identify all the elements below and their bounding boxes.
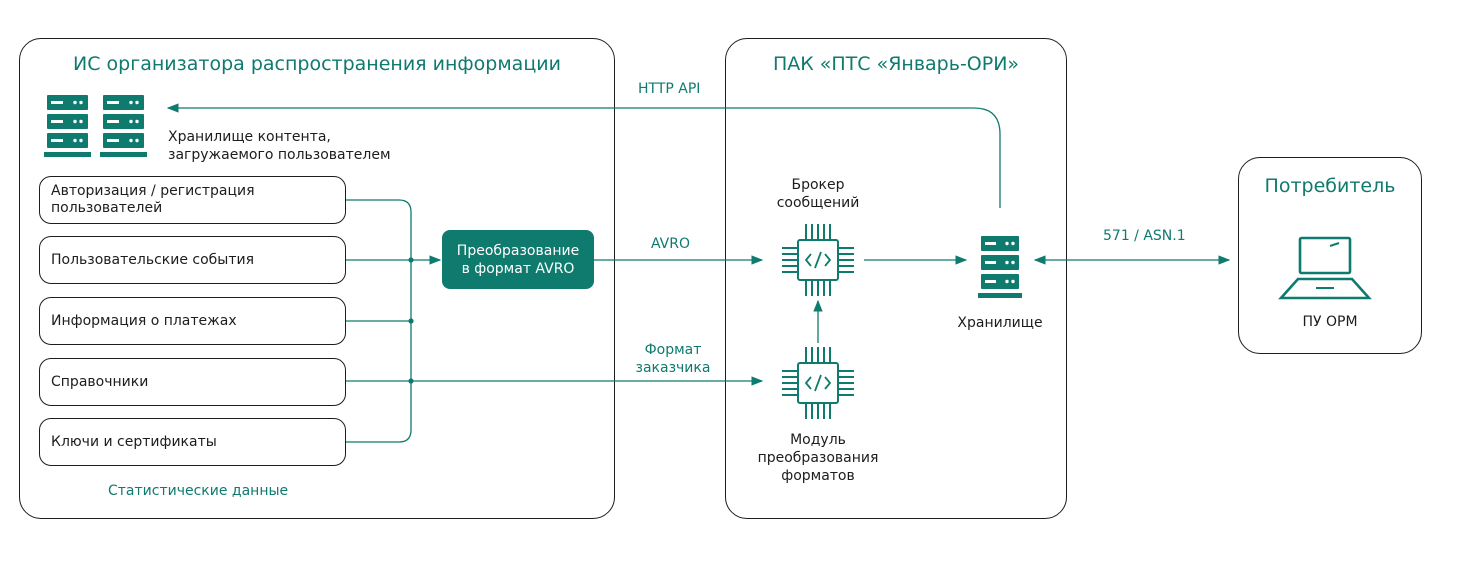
storage-server-icon xyxy=(978,236,1022,298)
pak-title: ПАК «ПТС «Январь-ОРИ» xyxy=(772,53,1020,75)
source-auth-registration: Авторизация / регистрация пользователей xyxy=(39,176,346,224)
laptop-icon xyxy=(1278,236,1372,300)
source-keys-certificates-label: Ключи и сертификаты xyxy=(51,433,217,450)
storage-label: Хранилище xyxy=(957,315,1043,331)
http-api-arrow xyxy=(166,103,1001,208)
content-storage-label: Хранилище контента, загружаемого пользов… xyxy=(168,129,391,163)
avro-label: AVRO xyxy=(651,236,691,252)
source-user-events-label: Пользовательские события xyxy=(51,251,255,268)
source-references: Справочники xyxy=(39,358,346,406)
content-server-icon-2 xyxy=(100,95,147,157)
source-system-title: ИС организатора распространения информац… xyxy=(73,53,561,75)
customer-format-label: Формат заказчика xyxy=(635,342,711,376)
avro-converter-label: Преобразование в формат AVRO xyxy=(456,242,580,277)
source-payments: Информация о платежах xyxy=(39,297,346,345)
consumer-panel: Потребитель xyxy=(1238,157,1422,354)
source-user-events: Пользовательские события xyxy=(39,236,346,284)
broker-label: Брокер сообщений xyxy=(776,177,860,211)
consumer-device-label: ПУ ОРМ xyxy=(1302,314,1358,330)
http-api-label: HTTP API xyxy=(638,81,701,97)
source-auth-registration-label: Авторизация / регистрация пользователей xyxy=(51,183,255,216)
avro-converter-box: Преобразование в формат AVRO xyxy=(442,230,594,289)
asn-label: 571 / ASN.1 xyxy=(1103,228,1186,244)
consumer-title: Потребитель xyxy=(1264,175,1396,197)
statistics-label: Статистические данные xyxy=(108,483,289,499)
source-keys-certificates: Ключи и сертификаты xyxy=(39,418,346,466)
content-server-icon-1 xyxy=(44,95,91,157)
module-chip-icon xyxy=(782,347,854,419)
module-label: Модуль преобразования форматов xyxy=(757,432,879,484)
broker-chip-icon xyxy=(782,224,854,296)
source-references-label: Справочники xyxy=(51,373,149,390)
source-payments-label: Информация о платежах xyxy=(51,312,237,329)
